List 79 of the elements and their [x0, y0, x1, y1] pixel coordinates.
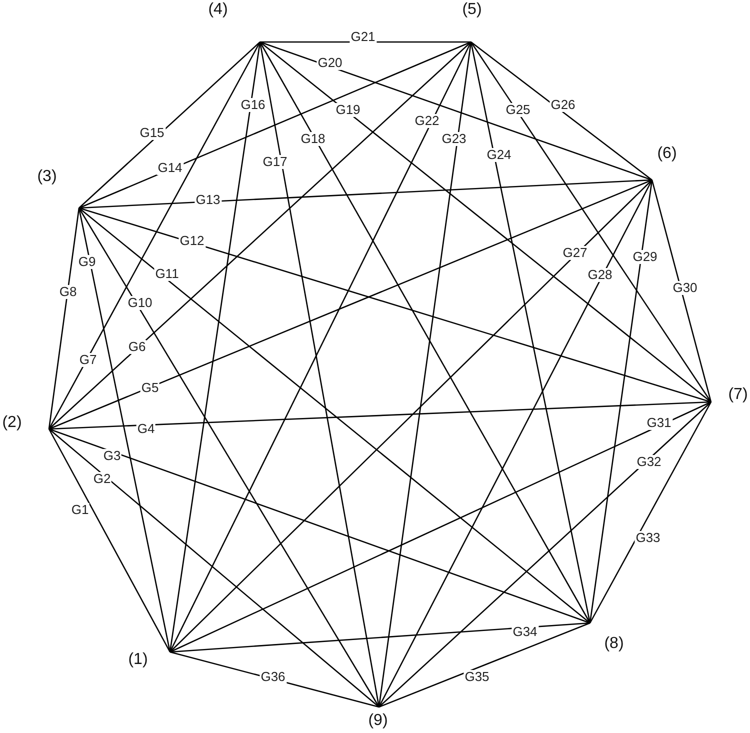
connector-line [48, 428, 380, 708]
edge-label: G4 [136, 422, 156, 436]
connector-line [470, 42, 591, 624]
edge-label: G33 [634, 531, 662, 545]
connector-line [378, 622, 590, 708]
edge-label: G15 [138, 126, 166, 140]
vertex-label: (2) [2, 414, 22, 432]
edge-label: G32 [636, 455, 662, 469]
vertex-label: (1) [128, 651, 148, 669]
edge-label: G7 [78, 353, 98, 367]
connector-line [48, 428, 171, 652]
connector-line [378, 42, 472, 708]
vertex-label: (5) [462, 1, 482, 19]
connector-line [48, 179, 652, 430]
connector-line [589, 180, 653, 624]
edge-label: G20 [316, 56, 344, 70]
connector-line [170, 180, 652, 652]
connector-line [48, 428, 590, 624]
edge-label: G26 [550, 98, 576, 112]
edge-label: G8 [58, 285, 78, 299]
edge-label: G35 [464, 670, 490, 684]
edge-label: G12 [178, 234, 206, 248]
connector-line [48, 208, 80, 430]
edge-label: G16 [240, 98, 266, 112]
connector-line [378, 402, 712, 708]
edge-label: G17 [262, 155, 288, 169]
connector-line [260, 42, 712, 402]
connector-line [651, 180, 712, 402]
edge-label: G29 [632, 250, 658, 264]
edge-label: G2 [92, 472, 112, 486]
connector-line [259, 42, 380, 708]
edge-label: G34 [512, 625, 538, 639]
connector-line [170, 622, 590, 653]
connector-line [78, 41, 472, 209]
connector-line [470, 41, 652, 181]
edge-label: G30 [672, 281, 698, 295]
connector-line [48, 42, 261, 430]
connector-line [169, 42, 261, 652]
vertex-label: (7) [728, 386, 748, 404]
connector-line [470, 42, 712, 402]
edge-label: G31 [646, 416, 672, 430]
connector-line [78, 208, 171, 652]
edge-label: G10 [126, 296, 154, 310]
edge-label: G18 [300, 132, 326, 146]
vertex-label: (4) [208, 1, 228, 19]
connector-line [48, 401, 712, 430]
edge-label: G22 [414, 114, 440, 128]
edge-label: G5 [140, 381, 160, 395]
edge-label: G19 [334, 103, 362, 117]
edge-label: G9 [77, 255, 97, 269]
edge-label: G11 [154, 267, 180, 281]
vertex-label: (3) [37, 168, 57, 186]
connector-line [378, 180, 653, 708]
edge-label: G27 [562, 246, 588, 260]
edge-label: G25 [504, 103, 532, 117]
edge-label: G28 [586, 268, 614, 282]
connector-line [589, 402, 712, 624]
connector-line [170, 401, 712, 653]
edge-label: G14 [156, 161, 184, 175]
edge-label: G24 [486, 148, 512, 162]
edge-label: G1 [70, 503, 90, 517]
connector-line [78, 179, 652, 209]
edge-label: G13 [194, 193, 222, 207]
edge-label: G23 [440, 132, 468, 146]
vertex-label: (6) [657, 145, 677, 163]
connector-line [78, 42, 260, 208]
vertex-label: (9) [368, 712, 388, 730]
connector-line [78, 208, 590, 624]
edge-label: G3 [102, 449, 122, 463]
connector-line [260, 41, 652, 181]
edge-label: G21 [350, 30, 376, 44]
connector-line [78, 208, 380, 708]
edge-label: G6 [127, 340, 147, 354]
edge-label: G36 [260, 670, 286, 684]
connector-line [169, 42, 472, 652]
connector-line [259, 42, 591, 624]
connector-line [48, 42, 472, 430]
vertex-label: (8) [604, 635, 624, 653]
connector-line [78, 207, 712, 403]
